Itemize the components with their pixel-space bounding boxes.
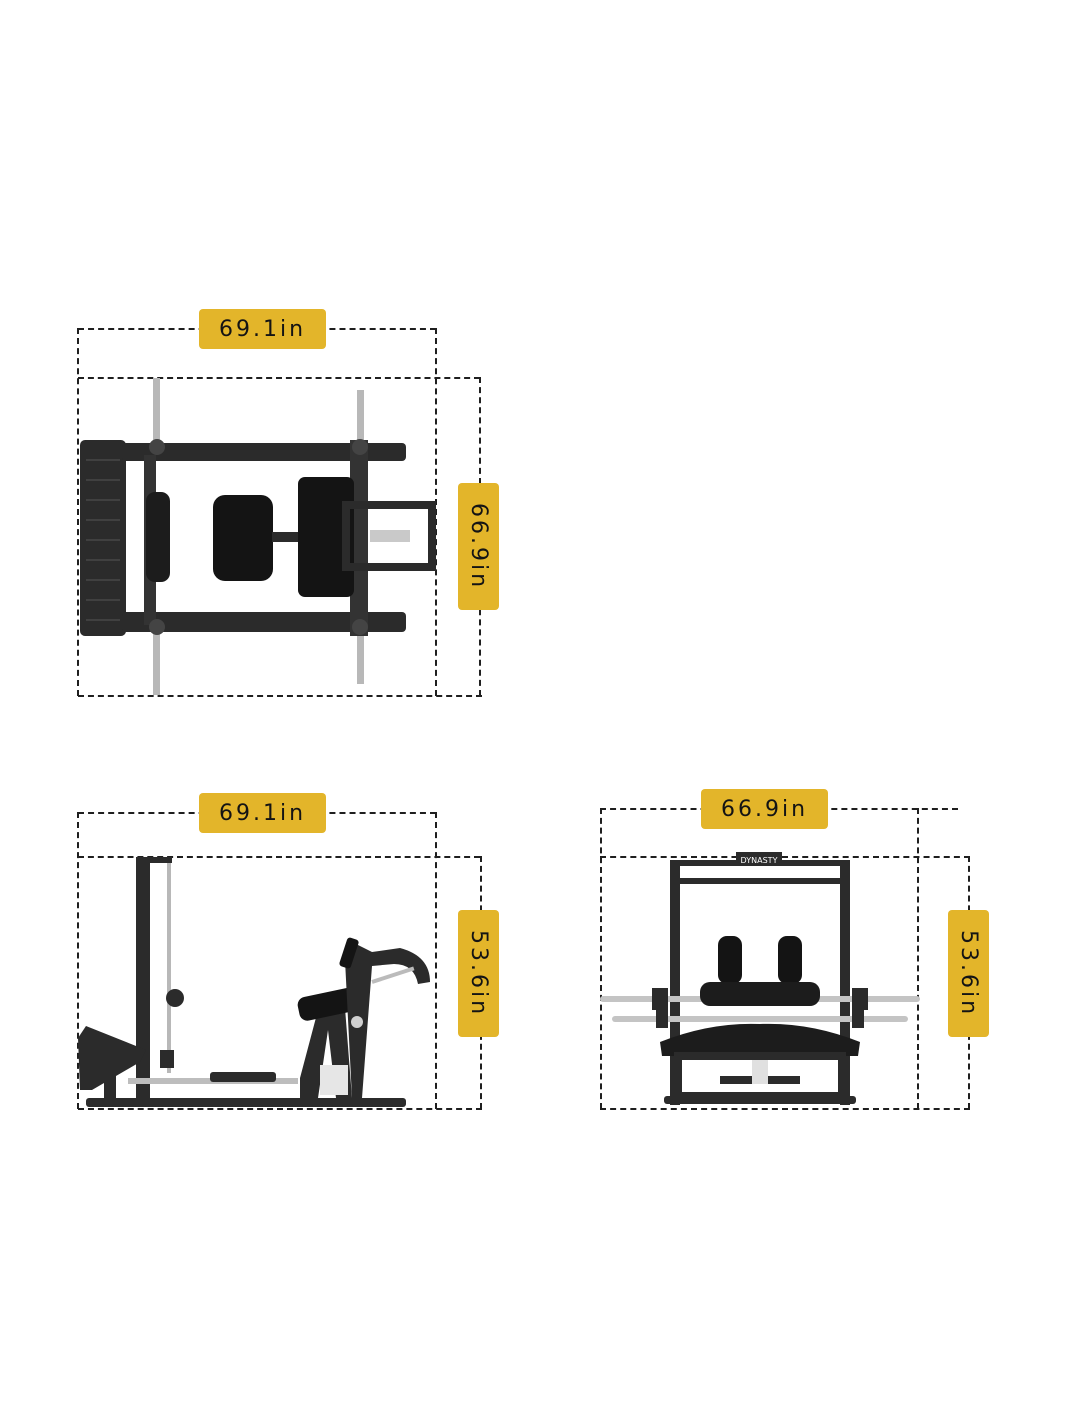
side-ref-line-bottom [78,1108,482,1110]
side-length-label: 69.1in [199,793,326,833]
seat-connector [272,532,300,542]
top-left-ext-line [77,328,79,696]
shoulder-pad-right [778,936,802,984]
rail-top [122,443,406,461]
base-rail [664,1096,856,1104]
foot-plate [78,1026,146,1090]
guide-rod [167,863,171,1073]
side-ref-line-top [78,856,480,858]
brand-text: DYNASTY [741,856,778,865]
base-rail [86,1098,406,1107]
handle-frame [342,501,436,571]
top-depth-label: 66.9in [458,483,499,610]
shoulder-pad-left [718,936,742,984]
left-post [670,860,680,1105]
front-view: 66.9in 53.6in DYNASTY [560,760,1060,1140]
horn-bar-right-top [357,390,364,442]
front-width-label: 66.9in [701,789,828,829]
adjust-slider [370,530,410,542]
pivot-knob [351,1016,363,1028]
foot-platform [660,1023,860,1056]
top-view-machine-drawing [80,378,436,695]
rail-bottom [122,612,406,632]
top-view: 69.1in 66.9in [77,309,499,697]
seat-pad [297,987,361,1021]
foot-platform [80,440,126,636]
cross-right [350,440,368,636]
horn-bar-right-bottom [357,636,364,684]
roller [700,982,820,1006]
back-arm [345,942,430,1098]
back-pad [213,495,273,581]
front-height-label: 53.6in [948,910,989,1037]
side-right-ext-line [435,812,437,1109]
front-ref-line-bottom [600,1108,970,1110]
front-left-ext-line [600,808,602,1109]
side-height-label: 53.6in [458,910,499,1037]
front-view-machine-drawing: DYNASTY [600,852,920,1105]
horn-bar-lower [612,1016,908,1022]
horn-bar-left-top [153,378,160,440]
vertical-post [136,857,150,1101]
top-ref-line-upper [78,377,480,379]
side-view-machine-drawing [78,857,430,1107]
side-view: 69.1in 53.6in [0,760,540,1140]
top-width-label: 69.1in [199,309,326,349]
side-left-ext-line [77,812,79,1109]
front-right-ext-line [917,808,919,1109]
roller-pad [146,492,170,582]
top-ref-line-lower [78,695,482,697]
right-post [840,860,850,1105]
horn-bar-left-bottom [153,632,160,695]
front-ref-line-top [600,856,970,858]
brand-plate [736,852,782,866]
seat-pad [298,477,354,597]
